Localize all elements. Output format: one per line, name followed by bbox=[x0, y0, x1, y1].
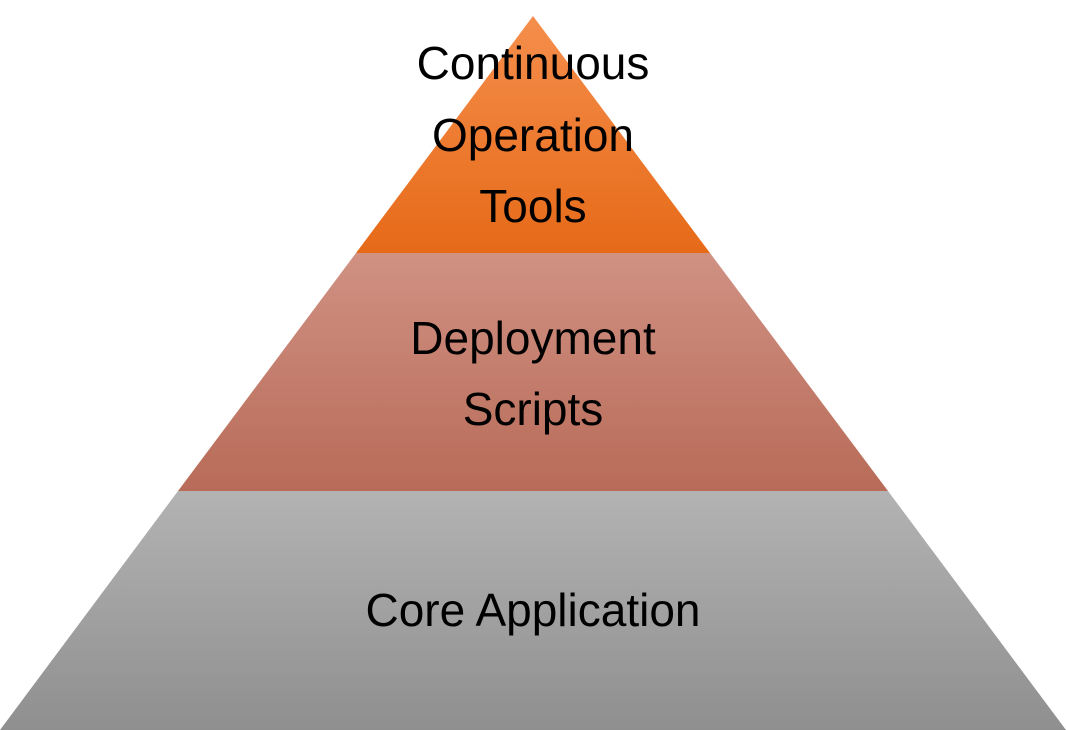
top-level-label-line-1: Continuous bbox=[417, 37, 650, 89]
top-level-label-line-3: Tools bbox=[479, 180, 586, 232]
pyramid-level-bottom bbox=[0, 491, 1066, 730]
middle-level-label-line-1: Deployment bbox=[410, 312, 656, 364]
pyramid-level-middle bbox=[178, 253, 888, 491]
top-level-label-line-2: Operation bbox=[432, 109, 634, 161]
bottom-level-label: Core Application bbox=[366, 584, 701, 636]
middle-level-label-line-2: Scripts bbox=[463, 383, 604, 435]
pyramid-level-top bbox=[356, 16, 710, 253]
